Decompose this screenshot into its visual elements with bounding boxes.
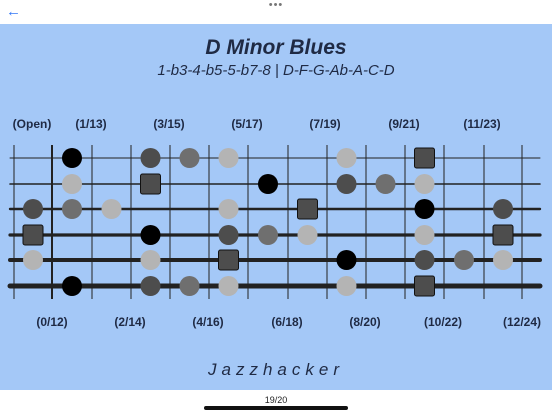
note-dot bbox=[218, 199, 239, 219]
note-dot bbox=[62, 276, 82, 296]
note-dot bbox=[62, 148, 82, 168]
note-dot bbox=[62, 199, 82, 219]
home-indicator bbox=[204, 406, 348, 410]
bottom-fret-label: (2/14) bbox=[114, 315, 146, 329]
note-square bbox=[414, 275, 435, 297]
arrow-left-icon[interactable]: ← bbox=[6, 3, 21, 20]
note-dot bbox=[258, 225, 278, 245]
note-dot bbox=[414, 250, 435, 270]
note-square bbox=[218, 249, 239, 271]
note-dot bbox=[179, 276, 200, 296]
scale-formula: 1-b3-4-b5-5-b7-8 | D-F-G-Ab-A-C-D bbox=[157, 62, 395, 79]
note-dot bbox=[336, 148, 357, 168]
note-dot bbox=[414, 199, 435, 219]
top-fret-label: (Open) bbox=[12, 117, 52, 131]
note-dot bbox=[336, 276, 357, 296]
note-dot bbox=[101, 199, 122, 219]
note-dot bbox=[140, 250, 161, 270]
brand-name: Jazzhacker bbox=[208, 360, 344, 379]
note-dot bbox=[179, 148, 200, 168]
note-dot bbox=[140, 225, 161, 245]
top-fret-label: (9/21) bbox=[388, 117, 420, 131]
bottom-fret-label: (0/12) bbox=[36, 315, 68, 329]
top-fret-label: (3/15) bbox=[153, 117, 185, 131]
ellipsis-icon[interactable]: ••• bbox=[268, 0, 284, 11]
top-fret-label: (7/19) bbox=[309, 117, 341, 131]
note-dot bbox=[258, 174, 278, 194]
bottom-fret-label: (10/22) bbox=[423, 315, 463, 329]
note-dot bbox=[140, 148, 161, 168]
top-fret-label: (11/23) bbox=[463, 117, 501, 131]
note-dot bbox=[23, 199, 43, 219]
bottom-bar bbox=[0, 390, 552, 414]
note-dot bbox=[218, 225, 239, 245]
note-dot bbox=[62, 174, 82, 194]
note-dot bbox=[493, 250, 513, 270]
scale-title: D Minor Blues bbox=[205, 36, 347, 59]
top-fret-label: (1/13) bbox=[75, 117, 107, 131]
bottom-fret-label: (6/18) bbox=[271, 315, 303, 329]
bottom-fret-label: (8/20) bbox=[349, 315, 381, 329]
note-dot bbox=[454, 250, 474, 270]
top-fret-label: (5/17) bbox=[231, 117, 263, 131]
page-indicator: 19/20 bbox=[264, 395, 288, 405]
note-square bbox=[492, 224, 514, 246]
note-square bbox=[22, 224, 44, 246]
note-dot bbox=[218, 276, 239, 296]
bottom-fret-label: (12/24) bbox=[502, 315, 542, 329]
note-dot bbox=[414, 174, 435, 194]
note-dot bbox=[23, 250, 43, 270]
note-square bbox=[414, 147, 435, 169]
top-bar: ← ••• bbox=[0, 0, 552, 24]
note-dot bbox=[140, 276, 161, 296]
note-dot bbox=[375, 174, 396, 194]
bottom-fret-label: (4/16) bbox=[192, 315, 224, 329]
note-square bbox=[140, 173, 161, 195]
note-dot bbox=[336, 174, 357, 194]
note-dot bbox=[218, 148, 239, 168]
note-dot bbox=[336, 250, 357, 270]
note-dot bbox=[493, 199, 513, 219]
note-dot bbox=[297, 225, 318, 245]
note-dot bbox=[414, 225, 435, 245]
note-square bbox=[297, 198, 318, 220]
